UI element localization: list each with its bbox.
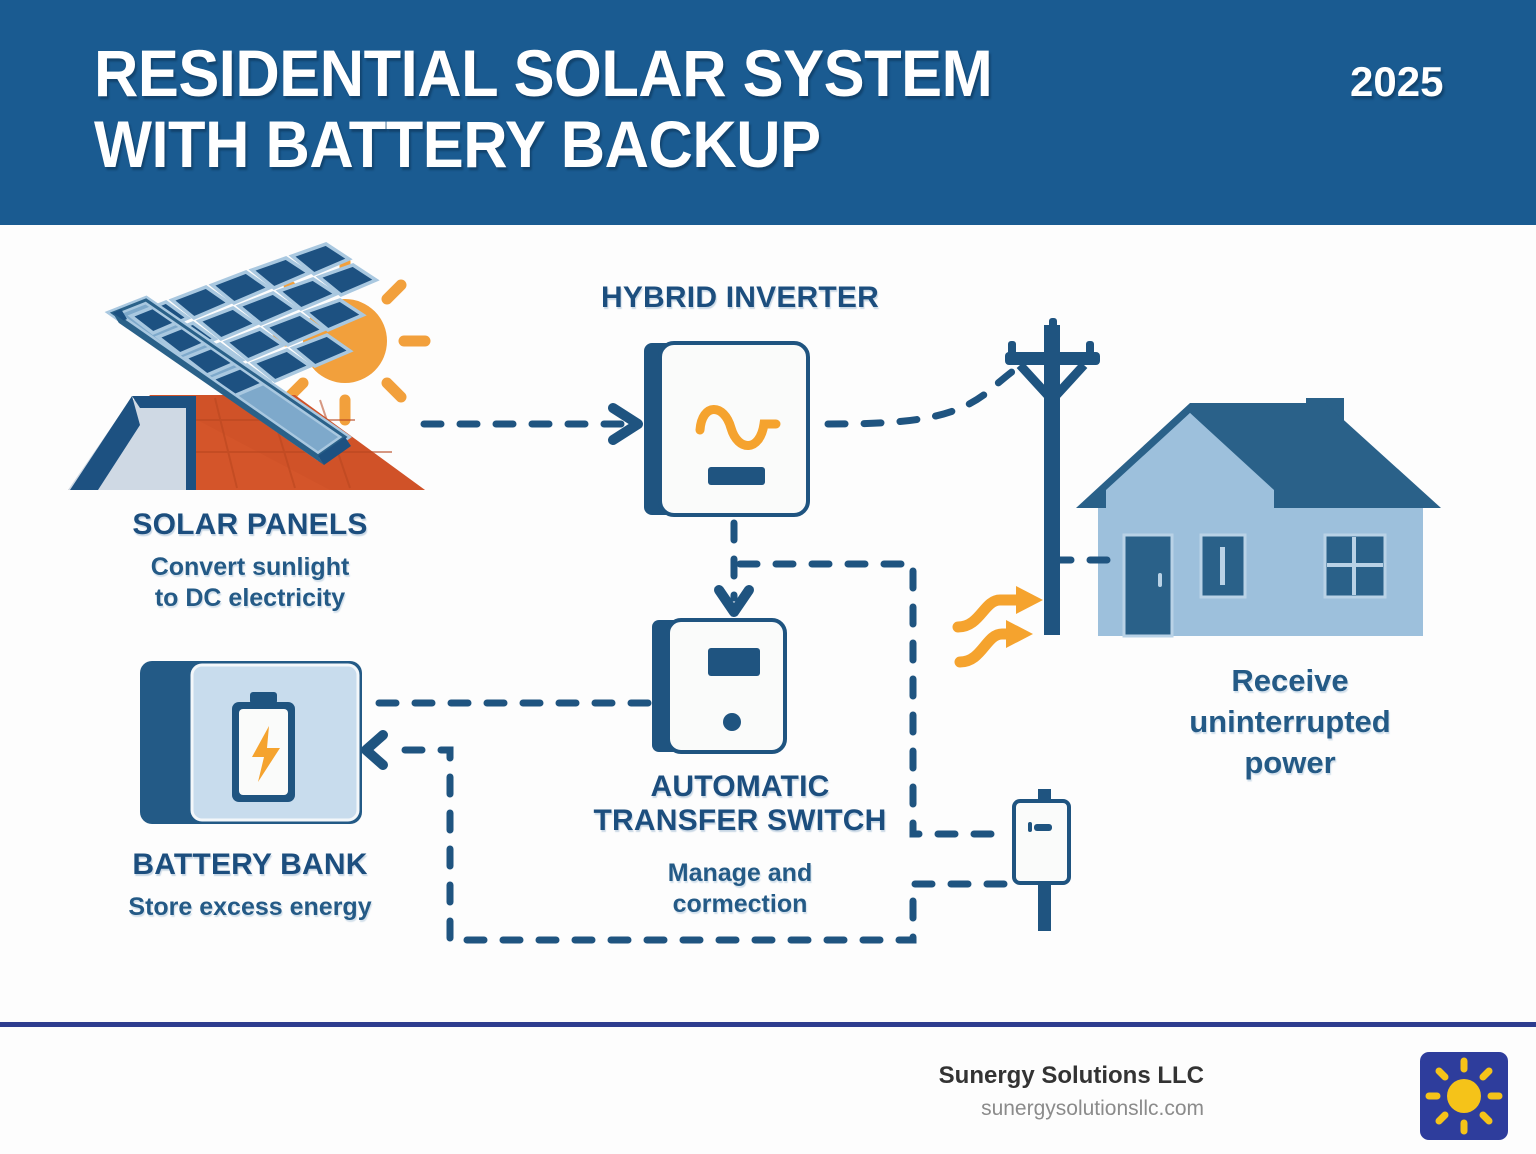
year-badge: 2025 bbox=[1350, 58, 1444, 105]
utility-meter-box-icon bbox=[1012, 789, 1071, 931]
flow-inverter-to-ats bbox=[714, 519, 754, 617]
solar-panel-on-roof-icon bbox=[68, 242, 425, 490]
transfer-switch-box-icon bbox=[652, 618, 787, 754]
solar-panels-title: SOLAR PANELS bbox=[132, 508, 368, 541]
house-subtitle: Receive uninterrupted power bbox=[1189, 663, 1391, 781]
hybrid-inverter-title: HYBRID INVERTER bbox=[600, 281, 880, 314]
footer-divider bbox=[0, 1022, 1536, 1027]
battery-bank-icon bbox=[140, 661, 362, 824]
page-title: RESIDENTIAL SOLAR SYSTEM WITH BATTERY BA… bbox=[94, 36, 993, 182]
inverter-box-icon bbox=[644, 341, 810, 517]
solar-panels-subtitle: Convert sunlight to DC electricity bbox=[150, 553, 350, 613]
header-banner: RESIDENTIAL SOLAR SYSTEM WITH BATTERY BA… bbox=[0, 0, 1536, 225]
flow-grid-to-house bbox=[952, 556, 1124, 668]
utility-pole-icon bbox=[1005, 318, 1100, 635]
footer-website-url: sunergysolutionsllc.com bbox=[981, 1097, 1204, 1120]
automatic-transfer-switch-title: AUTOMATIC TRANSFER SWITCH bbox=[593, 770, 887, 837]
footer-brand-name: Sunergy Solutions LLC bbox=[938, 1062, 1204, 1089]
automatic-transfer-switch-subtitle: Manage and cormection bbox=[667, 859, 813, 919]
flow-inverter-to-grid bbox=[824, 352, 1044, 428]
house-icon bbox=[1076, 398, 1441, 638]
flow-panels-to-inverter bbox=[420, 403, 643, 445]
battery-bank-subtitle: Store excess energy bbox=[128, 893, 372, 921]
flow-meter-to-battery bbox=[361, 730, 1008, 944]
sun-logo-icon bbox=[1420, 1052, 1508, 1140]
flow-inverter-to-meter bbox=[736, 560, 1008, 838]
battery-bank-title: BATTERY BANK bbox=[132, 848, 368, 881]
